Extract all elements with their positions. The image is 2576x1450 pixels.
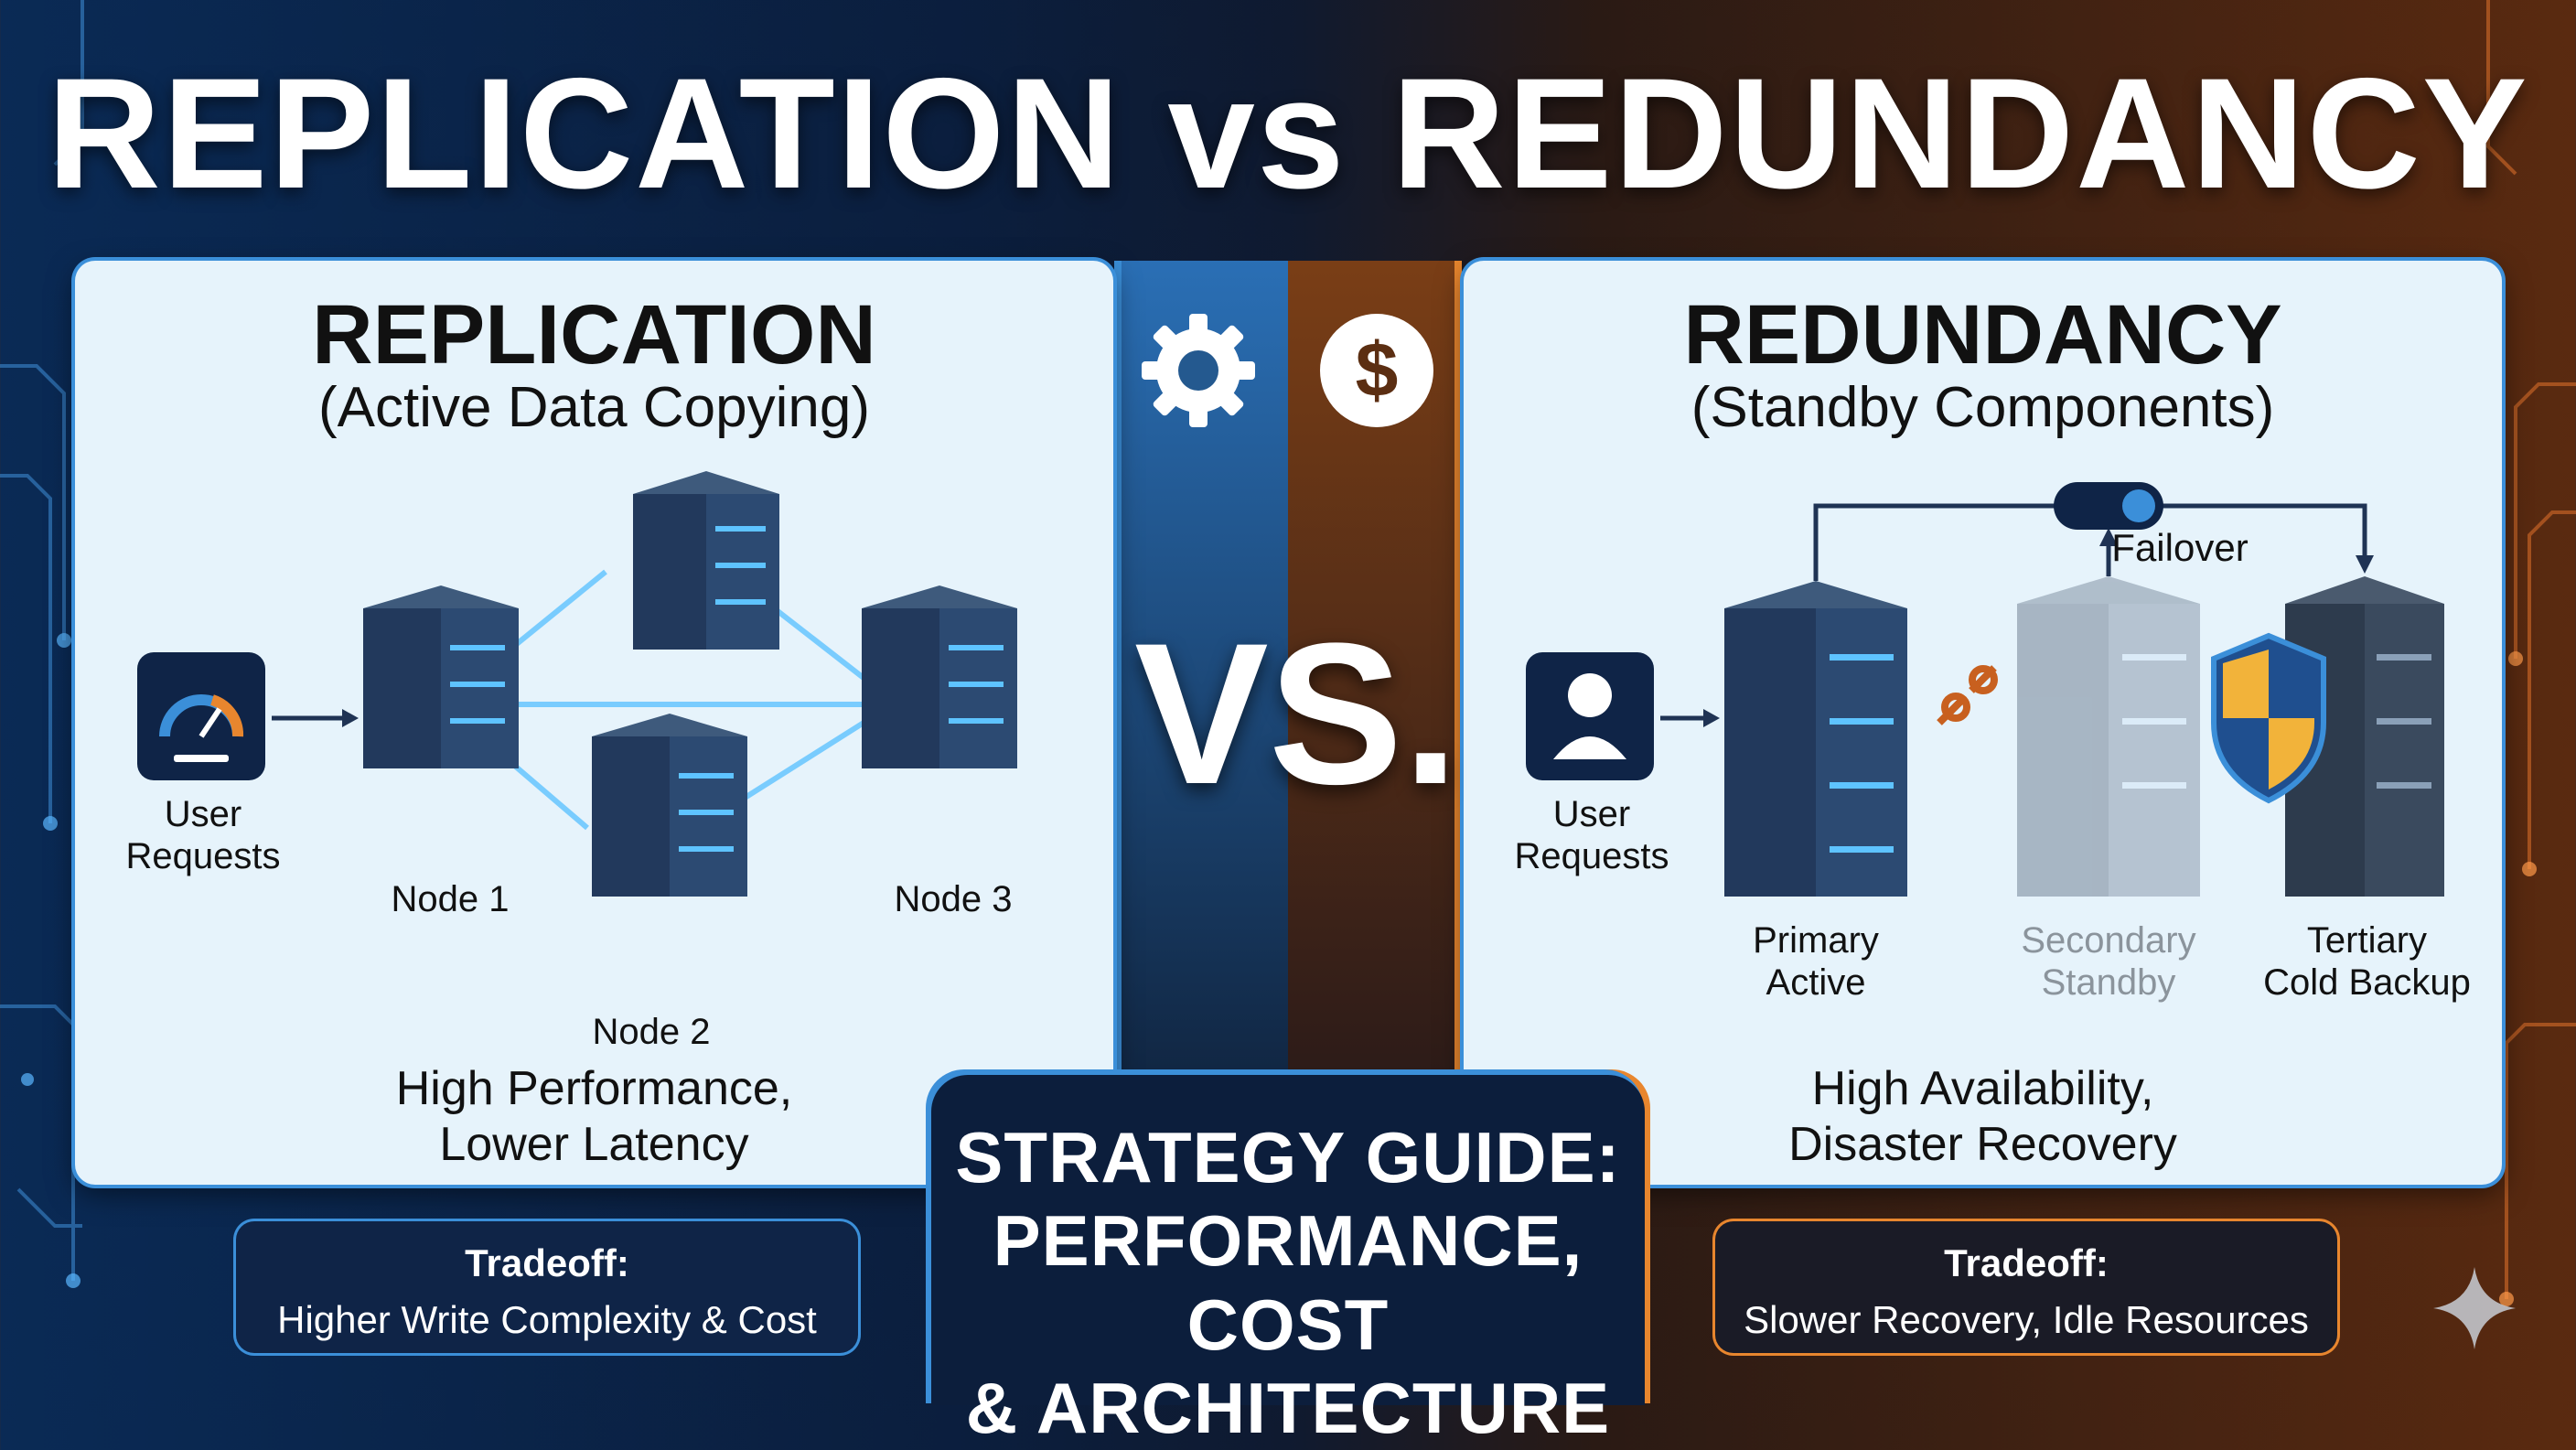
replication-panel: REPLICATION (Active Data Copying) [75,261,1113,1185]
replication-diagram [137,471,1017,897]
redundancy-conclusion-line2: Disaster Recovery [1788,1118,2177,1172]
replication-tradeoff-title: Tradeoff: [465,1241,629,1284]
user-label-line1: User [1552,794,1631,834]
server-node-1 [363,585,519,768]
broken-link-icon [1937,665,1998,725]
redundancy-tradeoff-title: Tradeoff: [1944,1241,2109,1284]
tertiary-label-line1: Tertiary [2306,920,2428,961]
secondary-label-line2: Standby [2041,962,2176,1003]
tertiary-label-line2: Cold Backup [2263,962,2471,1003]
svg-text:$: $ [1356,327,1399,413]
replication-conclusion-line1: High Performance, [395,1062,793,1115]
user-icon [1526,652,1654,780]
gear-icon [1142,314,1255,427]
redundancy-subheading: (Standby Components) [1690,376,2275,439]
redundancy-diagram [1526,482,2444,897]
primary-label-line2: Active [1766,962,1866,1003]
user-label-line2: Requests [125,836,281,876]
redundancy-heading: REDUNDANCY [1683,288,2282,381]
secondary-server [2017,576,2200,897]
replication-subheading: (Active Data Copying) [317,376,871,439]
node3-label: Node 3 [894,879,1013,919]
strategy-guide-box: STRATEGY GUIDE: PERFORMANCE, COST & ARCH… [931,1075,1645,1448]
server-node-3 [862,585,1017,768]
secondary-label-line1: Secondary [2021,920,2196,961]
primary-label-line1: Primary [1753,920,1879,961]
redundancy-conclusion-line1: High Availability, [1811,1062,2154,1115]
redundancy-tradeoff-box: Tradeoff: Slower Recovery, Idle Resource… [1715,1221,2337,1353]
redundancy-tradeoff-text: Slower Recovery, Idle Resources [1744,1298,2309,1341]
sparkle-icon [2433,1267,2516,1349]
replication-heading: REPLICATION [312,288,876,381]
main-title: REPLICATION vs REDUNDANCY [47,46,2529,221]
vs-text: VS. [1134,601,1459,826]
redundancy-panel: REDUNDANCY (Standby Components) [1464,261,2502,1185]
strategy-line2: PERFORMANCE, COST [993,1200,1583,1365]
replication-tradeoff-text: Higher Write Complexity & Cost [277,1298,817,1341]
server-node-2 [592,714,747,897]
user-label-line2: Requests [1514,836,1669,876]
node2-label: Node 2 [592,1012,711,1052]
replication-tradeoff-box: Tradeoff: Higher Write Complexity & Cost [236,1221,858,1353]
node1-label: Node 1 [391,879,510,919]
server-node-top [633,471,779,650]
toggle-switch-icon [2054,482,2163,530]
center-icons: $ [1142,314,1433,427]
strategy-line3: & ARCHITECTURE [965,1367,1611,1448]
strategy-line1: STRATEGY GUIDE: [955,1117,1621,1198]
replication-conclusion-line2: Lower Latency [439,1118,749,1172]
user-label-line1: User [164,794,242,834]
speedometer-icon [137,652,265,780]
dollar-icon: $ [1320,314,1433,427]
failover-label: Failover [2111,526,2249,569]
primary-server [1724,581,1907,897]
tertiary-server [2285,576,2444,897]
shield-icon [2211,632,2326,804]
